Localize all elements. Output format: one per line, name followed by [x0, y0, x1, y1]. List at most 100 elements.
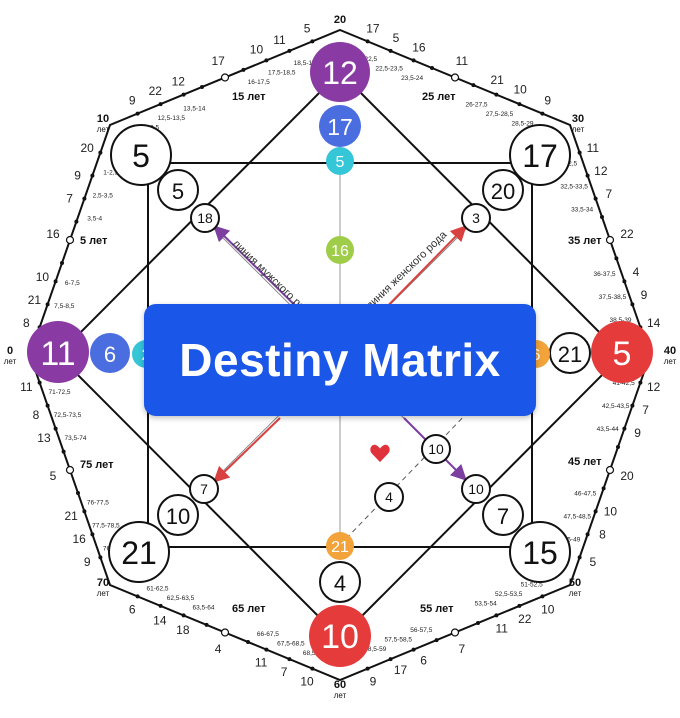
edge-number-label: 9: [74, 169, 81, 183]
edge-number-label: 22: [518, 612, 532, 626]
age-tr: 30: [572, 113, 584, 125]
edge-number-label: 6: [129, 602, 136, 616]
edge-dot: [388, 48, 393, 53]
edge-range-label: 76-77,5: [87, 500, 109, 507]
mid-age-marker: [450, 628, 460, 637]
edge-range-label: 12,5-13,5: [158, 115, 186, 122]
edge-number-label: 16: [72, 532, 86, 546]
bottom-third-value: 21: [331, 539, 349, 556]
edge-number-label: 21: [28, 293, 42, 307]
edge-number-label: 16: [46, 227, 60, 241]
edge-range-label: 3,5-4: [87, 216, 102, 223]
corner-tl-inner-circle: [190, 203, 220, 233]
corner-br-mid-value: 7: [497, 504, 509, 529]
age-br-unit: лет: [569, 589, 582, 598]
edge-number-label: 9: [129, 94, 136, 108]
outer-octagon: [28, 28, 652, 682]
edge-number-label: 12: [594, 164, 608, 178]
edge-dot: [135, 111, 140, 116]
edge-number-label: 11: [20, 380, 33, 394]
bottom-third-circle: [326, 532, 354, 560]
right-second-circle: [549, 332, 591, 374]
top-third-value: 5: [336, 154, 345, 171]
bottom-main-value: 10: [321, 618, 359, 656]
edge-dot: [517, 603, 522, 608]
edge-dot: [158, 603, 163, 608]
edge-dot: [601, 486, 606, 491]
edge-range-label: 43,5-44: [597, 426, 619, 433]
mid-age-25: 25 лет: [422, 91, 456, 103]
corner-tr-inner-circle: [461, 203, 491, 233]
corner-tr-mid-value: 20: [491, 179, 515, 204]
edge-dot: [310, 666, 315, 671]
title-banner: Destiny Matrix: [144, 304, 536, 416]
edge-number-label: 7: [605, 187, 612, 201]
corner-tl-outer-circle: [110, 124, 172, 186]
female-line-label: линия женского рода: [364, 228, 450, 312]
edge-dot: [82, 509, 87, 514]
edge-dot: [585, 173, 590, 178]
edge-ticks: 11-12,512,5-13,513,5-1416-17,517,5-18,51…: [20, 21, 660, 688]
edge-number-label: 8: [599, 527, 606, 541]
edge-number-label: 12: [172, 75, 186, 89]
age-left-unit: лет: [4, 357, 17, 366]
corner-br-outer-circle: [509, 521, 571, 583]
right-main-circle: [591, 321, 653, 383]
edge-number-label: 16: [412, 40, 426, 54]
corner-br-inner-circle: [461, 474, 491, 504]
edge-dot: [411, 647, 416, 652]
edge-range-label: 77,5-78,5: [92, 523, 120, 530]
mid-age-5: 5 лет: [80, 235, 108, 247]
edge-range-label: 27,5-28,5: [486, 111, 514, 118]
edge-number-label: 4: [215, 642, 222, 656]
edge-number-label: 7: [281, 665, 288, 679]
edge-dot: [246, 640, 250, 644]
edge-dot: [82, 196, 87, 201]
mid-age-marker: [65, 235, 75, 245]
edge-dot: [630, 403, 635, 408]
edge-range-label: 6-7,5: [65, 280, 80, 287]
edge-dot: [614, 256, 619, 261]
edge-number-label: 6: [420, 654, 427, 668]
edge-range-label: 33,5-34: [571, 206, 593, 213]
edge-dot: [45, 403, 50, 408]
edge-number-label: 10: [541, 602, 555, 616]
right-second-value: 21: [558, 342, 582, 367]
left-second-value: 6: [104, 342, 116, 367]
edge-number-label: 13: [37, 431, 51, 445]
age-bl: 70: [97, 577, 109, 589]
corner-br-mid-circle: [482, 494, 524, 536]
age-bottom: 60: [334, 679, 346, 691]
mid-age-15: 15 лет: [232, 91, 266, 103]
edge-dot: [310, 39, 315, 44]
edge-number-label: 14: [647, 316, 661, 330]
edge-dot: [61, 449, 66, 454]
mid-age-marker: [220, 73, 230, 82]
edge-number-label: 5: [304, 21, 311, 35]
edge-range-label: 67,5-68,5: [277, 640, 305, 647]
edge-dot: [98, 150, 103, 155]
edge-dot: [264, 647, 269, 652]
edge-number-label: 9: [544, 94, 551, 108]
edge-dot: [90, 532, 95, 537]
edge-range-label: 52,5-53,5: [495, 591, 523, 598]
edge-number-label: 20: [80, 141, 94, 155]
age-tr-unit: лет: [572, 125, 585, 134]
edge-dot: [517, 102, 522, 107]
age-top: 20: [334, 14, 346, 26]
mid-age-marker: [65, 465, 75, 475]
edge-range-label: 37,5-38,5: [599, 294, 627, 301]
mid-age-55: 55 лет: [420, 603, 454, 615]
right-main-value: 5: [613, 335, 632, 373]
money-circle-1: [421, 434, 451, 464]
edge-dot: [494, 92, 499, 97]
top-fourth-circle: [326, 236, 354, 264]
edge-dot: [593, 196, 598, 201]
edge-dot: [540, 111, 545, 116]
edge-dot: [430, 66, 434, 70]
edge-range-label: 42,5-43,5: [602, 403, 630, 410]
edge-dot: [158, 102, 163, 107]
edge-range-label: 41-42,5: [613, 380, 635, 387]
edge-range-label: 46-47,5: [574, 490, 596, 497]
